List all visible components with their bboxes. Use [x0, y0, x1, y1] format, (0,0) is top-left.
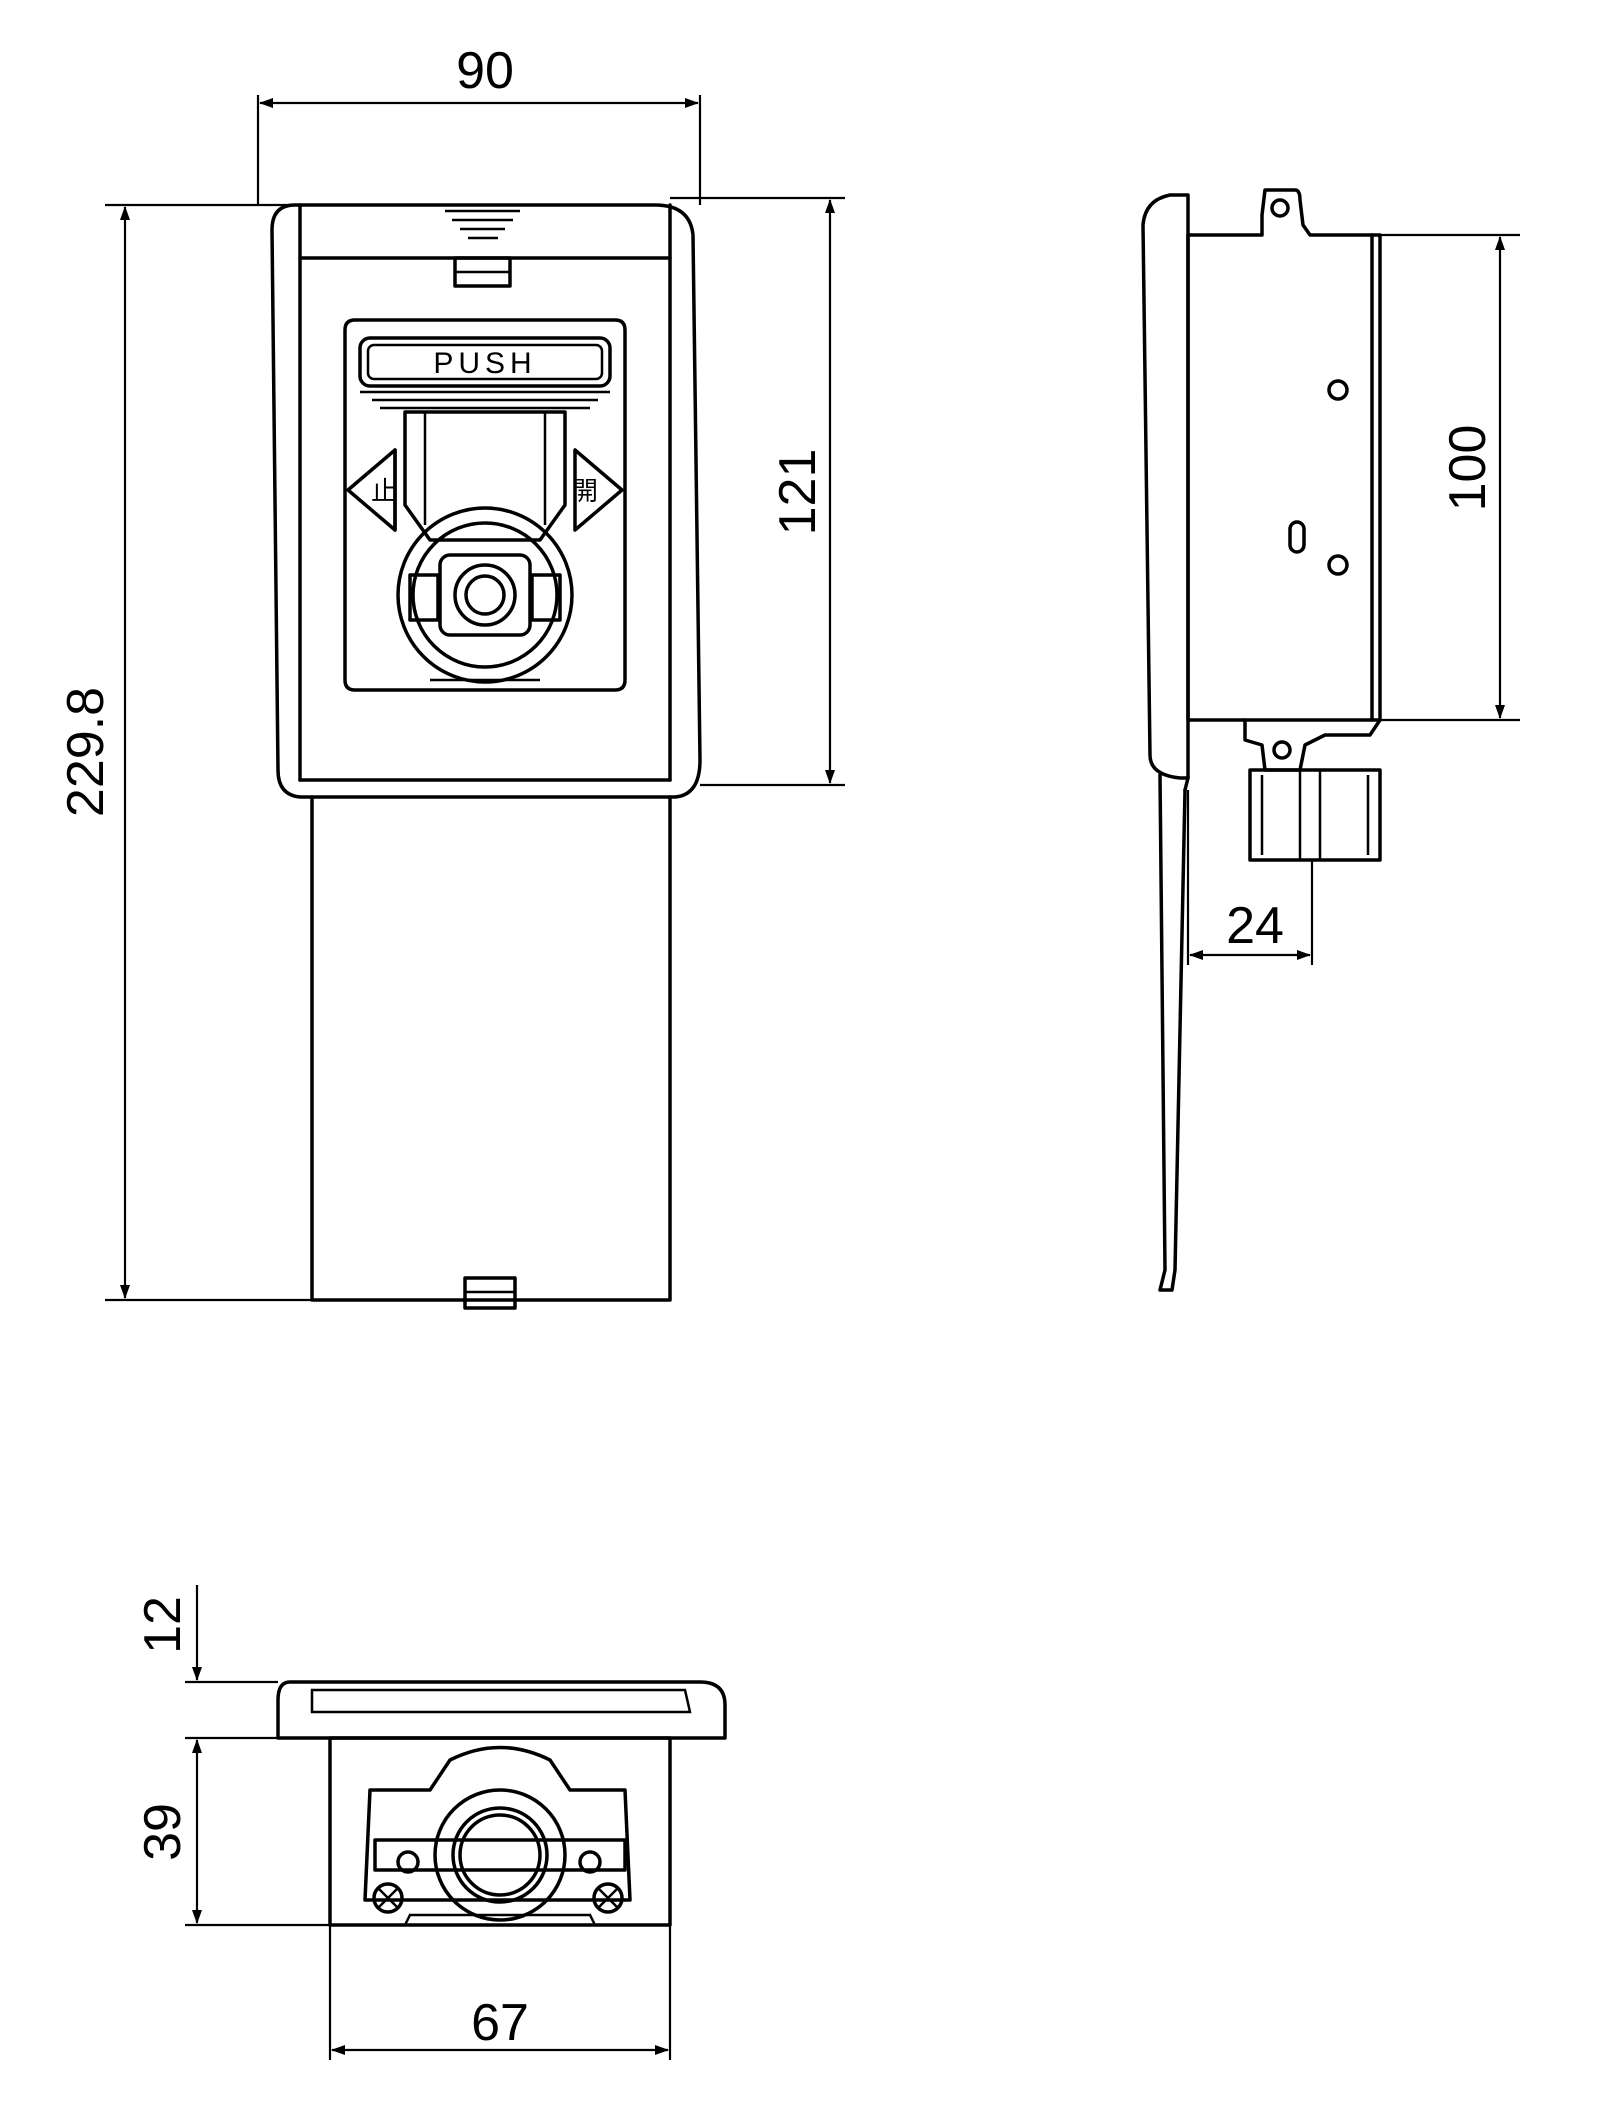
dim-top-width: 90 [456, 42, 514, 100]
open-label: 開 [572, 477, 598, 507]
dim-upper-height: 121 [769, 449, 827, 536]
dim-bottom-width: 67 [471, 1994, 529, 2052]
bottom-view [276, 1680, 727, 1927]
dim-total-height: 229.8 [57, 687, 115, 817]
stop-label: 止 [371, 477, 397, 507]
dim-side-height: 100 [1439, 425, 1497, 512]
front-view: PUSH 止 開 [270, 203, 702, 1310]
side-view [1141, 188, 1382, 1292]
dim-bottom-lid: 12 [134, 1596, 192, 1654]
push-label: PUSH [433, 347, 536, 380]
dimension-lines [105, 95, 1520, 2060]
dim-side-depth: 24 [1226, 897, 1284, 955]
dim-bottom-depth: 39 [134, 1803, 192, 1861]
